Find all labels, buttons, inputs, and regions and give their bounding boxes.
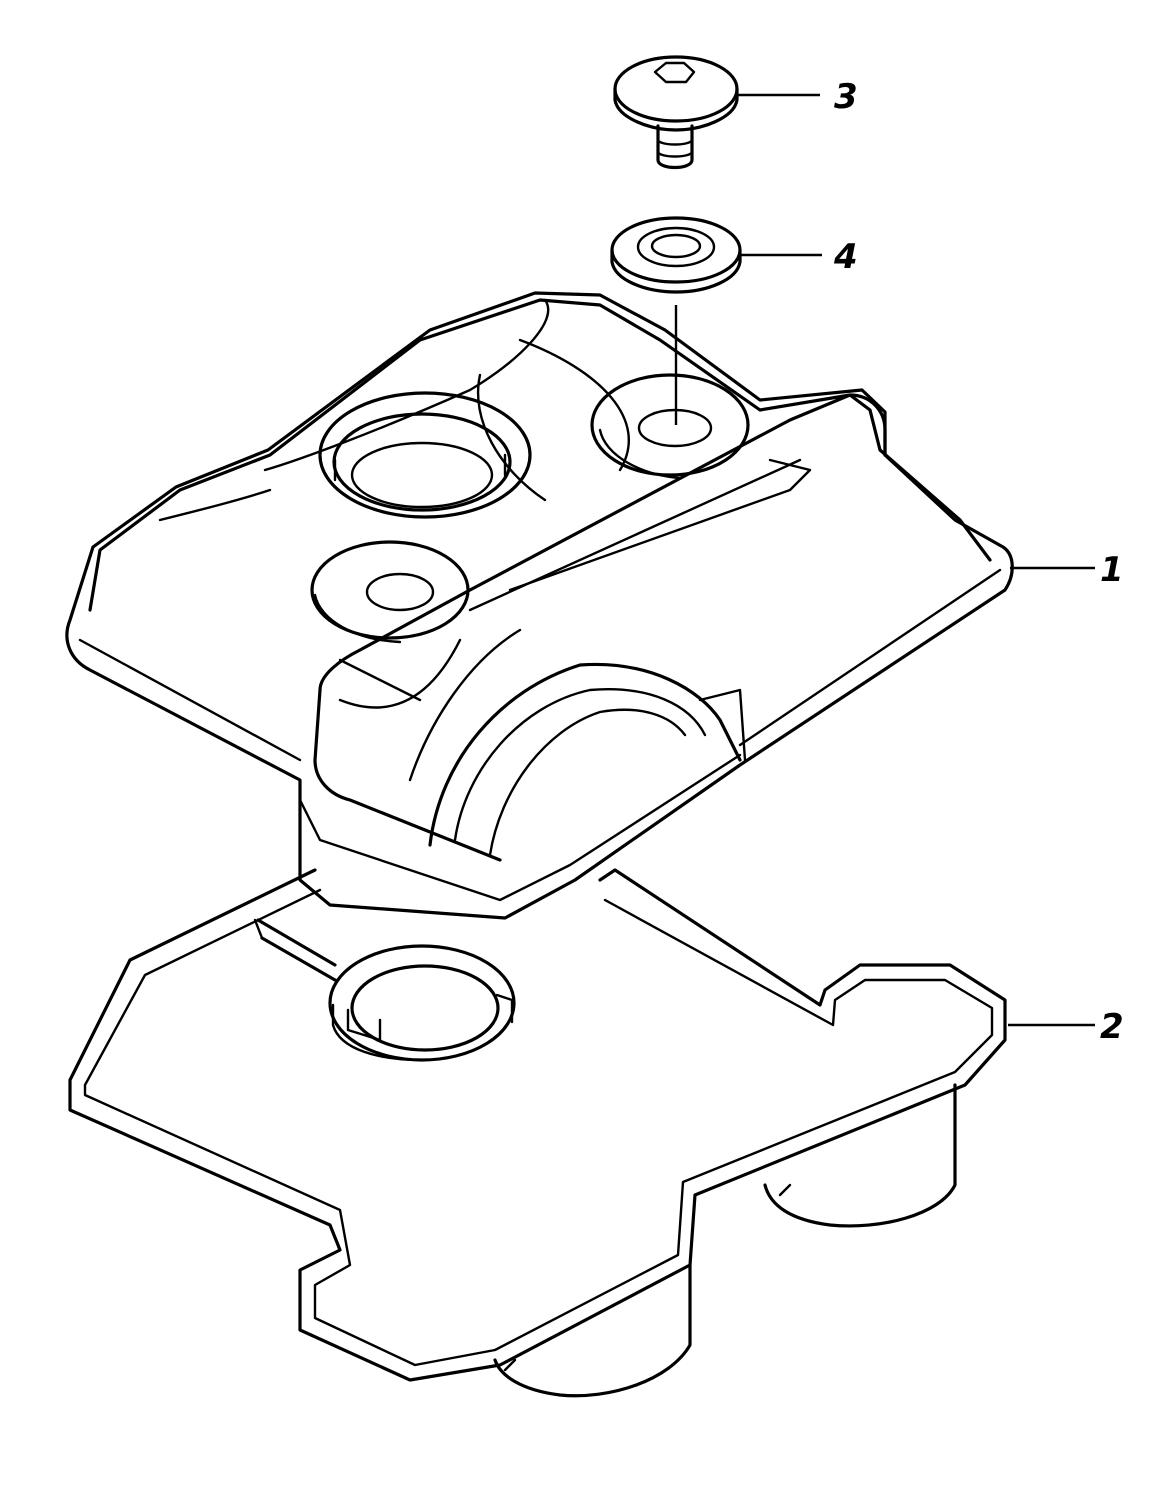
callout-2-label: 2	[1100, 1007, 1124, 1047]
callout-4-label: 4	[833, 237, 858, 277]
gasket-part	[68, 868, 1007, 1398]
callout-1-label: 1	[1100, 550, 1124, 590]
washer-part	[610, 216, 742, 294]
bolt-part	[613, 55, 739, 170]
cover-part	[65, 291, 1014, 920]
callout-3-label: 3	[834, 77, 858, 117]
